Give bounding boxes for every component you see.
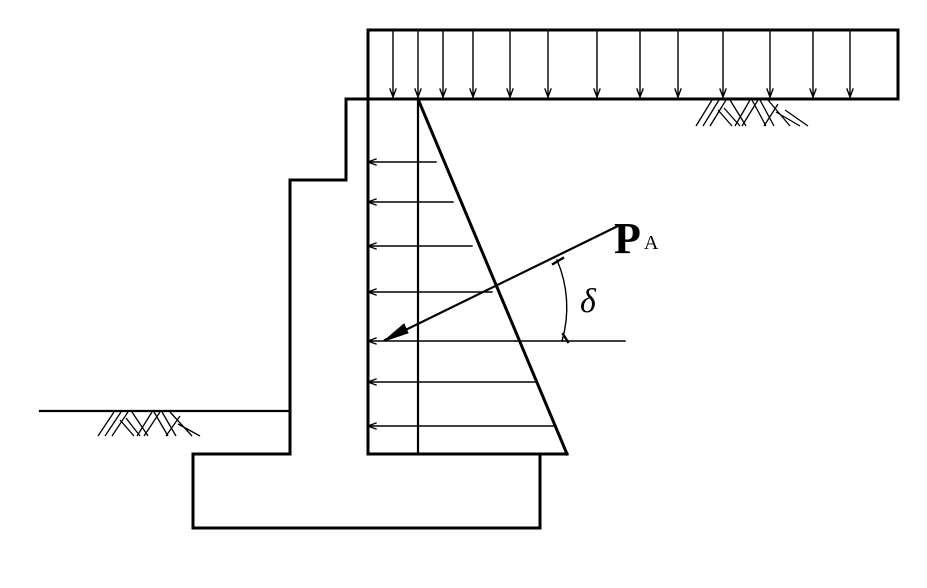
pressure-arrow <box>366 288 493 296</box>
retaining-wall-outline <box>191 97 542 530</box>
angle-arc-tick-top <box>551 256 565 266</box>
force-label-subscript: A <box>644 232 659 254</box>
pressure-arrow <box>366 242 473 250</box>
resultant-force-line <box>383 224 620 342</box>
surcharge-arrow <box>766 29 774 99</box>
surcharge-arrows <box>389 29 854 99</box>
surcharge-arrow <box>846 29 854 99</box>
surcharge-arrow <box>414 29 422 99</box>
force-label-p: P <box>614 214 641 263</box>
pressure-arrows <box>366 158 556 430</box>
angle-arc-tick-bottom <box>561 332 570 344</box>
surcharge-arrow <box>439 29 447 99</box>
backfill-soil-hatch <box>695 99 809 127</box>
surcharge-outline <box>366 28 900 99</box>
surcharge-arrow <box>469 29 477 99</box>
pressure-arrow <box>366 198 454 206</box>
angle-arc <box>556 259 568 342</box>
surcharge-arrow <box>544 29 552 99</box>
pressure-arrow <box>366 158 437 166</box>
surcharge-load <box>366 28 900 99</box>
front-soil-hatch <box>97 411 201 437</box>
surcharge-arrow <box>506 29 514 99</box>
pressure-arrow <box>366 378 537 386</box>
surcharge-arrow <box>389 29 397 99</box>
pressure-arrow <box>366 337 516 345</box>
resultant-arrowhead <box>383 323 409 342</box>
surcharge-arrow <box>674 29 682 99</box>
surcharge-arrow <box>636 29 644 99</box>
surcharge-arrow <box>719 29 727 99</box>
pressure-arrow <box>366 422 556 430</box>
surcharge-arrow <box>593 29 601 99</box>
pressure-diagram-slope-edge <box>416 97 569 456</box>
angle-label-delta: δ <box>580 283 597 320</box>
surcharge-arrow <box>809 29 817 99</box>
